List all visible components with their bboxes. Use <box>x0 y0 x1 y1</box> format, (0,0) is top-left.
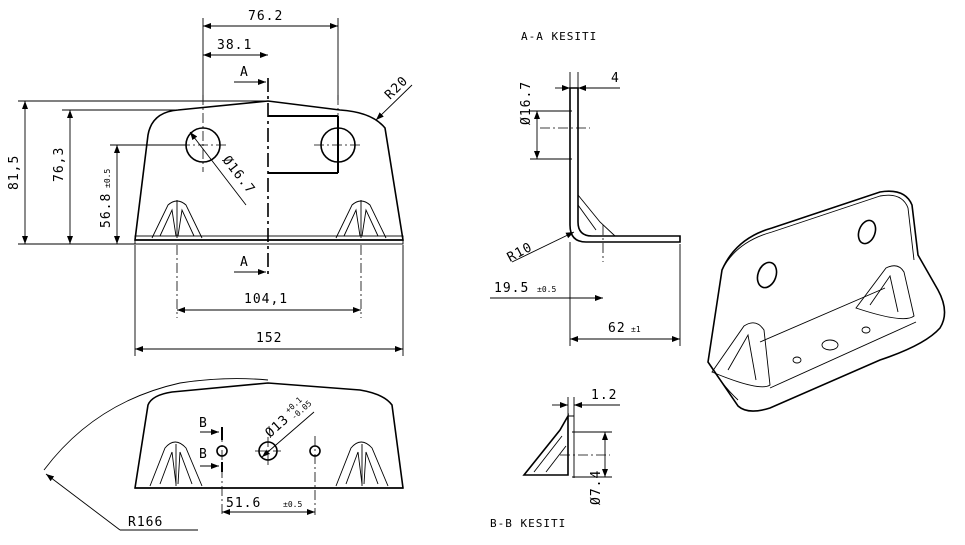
dim-152: 152 <box>256 331 282 346</box>
front-view: A A 76.2 38.1 81,5 76,3 56.8 ±0.5 R20 Ø1… <box>7 9 413 356</box>
dim-104-1: 104,1 <box>244 292 288 307</box>
section-aa-profile <box>569 87 681 243</box>
iso-hole-left <box>756 261 778 289</box>
section-bb-profile <box>522 412 569 476</box>
section-bb-title: B-B KESITI <box>490 517 566 530</box>
front-view-outline <box>134 100 404 241</box>
dim-51-6: 51.6 <box>226 496 261 511</box>
section-a-label-top: A <box>240 65 249 80</box>
section-bb: B-B KESITI 1.2 Ø7.4 <box>490 388 620 530</box>
dim-hole-dia-front: Ø16.7 <box>219 153 258 197</box>
dim-62-tol: ±1 <box>631 325 641 334</box>
dim-r166: R166 <box>128 515 163 530</box>
dim-56-8: 56.8 <box>99 193 114 228</box>
section-a-label-bottom: A <box>240 255 249 270</box>
bottom-view-outline <box>134 382 404 489</box>
dim-r20: R20 <box>382 73 411 102</box>
dim-51-6-tol: ±0.5 <box>283 500 302 509</box>
dim-thickness-1-2: 1.2 <box>591 388 617 403</box>
section-b-label-top: B <box>199 416 208 431</box>
dim-81-5: 81,5 <box>7 155 22 190</box>
isometric-view <box>707 190 946 412</box>
iso-hole-right <box>857 219 877 245</box>
section-b-label-bottom: B <box>199 447 208 462</box>
isometric-outline <box>707 190 946 412</box>
dim-r10: R10 <box>505 240 535 266</box>
dim-56-8-tol: ±0.5 <box>103 169 112 188</box>
right-rib <box>335 200 387 239</box>
dim-38-1: 38.1 <box>217 38 252 53</box>
dim-thickness-4: 4 <box>611 71 620 86</box>
dim-76-3: 76,3 <box>52 147 67 182</box>
dim-hole-dia-aa: Ø16.7 <box>519 81 534 125</box>
left-rib <box>151 200 203 239</box>
dim-center-hole-dia: Ø13 <box>263 412 293 441</box>
section-aa-title: A-A KESITI <box>521 30 597 43</box>
dim-hole-dia-bb: Ø7.4 <box>589 470 604 505</box>
bottom-left-rib <box>149 441 203 487</box>
bottom-view: B B Ø13 +0.1 -0.05 51.6 ±0.5 R166 <box>43 378 404 531</box>
dim-62: 62 <box>608 321 626 336</box>
dim-19-5: 19.5 <box>494 281 529 296</box>
dim-76-2: 76.2 <box>248 9 283 24</box>
dim-19-5-tol: ±0.5 <box>537 285 556 294</box>
section-aa: A-A KESITI 4 Ø16.7 R10 19.5 ±0.5 62 ±1 <box>490 30 681 346</box>
bottom-right-rib <box>335 441 389 487</box>
